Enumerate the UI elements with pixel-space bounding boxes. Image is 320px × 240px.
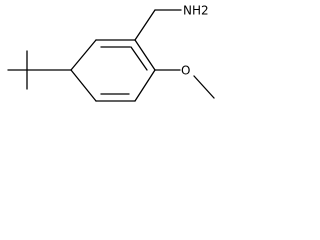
ether-oxygen-label: O	[181, 64, 190, 78]
ring-bond-6	[70, 69, 97, 102]
bond-ring-to-ch2	[134, 9, 156, 41]
amine-label: NH2	[183, 4, 209, 18]
ring-bond-4	[134, 69, 156, 102]
ring-double-bond-inner-3	[130, 46, 148, 71]
ring-bond-1	[70, 39, 97, 71]
tert-butyl-group	[7, 50, 72, 90]
benzene-ring	[70, 39, 156, 102]
molecule-structure-diagram: NH2 O	[7, 4, 215, 102]
methoxy-group: O	[154, 64, 215, 99]
aminomethyl-group: NH2	[134, 4, 209, 41]
bond-o-to-methyl	[193, 75, 215, 99]
ring-bond-3	[134, 39, 156, 71]
